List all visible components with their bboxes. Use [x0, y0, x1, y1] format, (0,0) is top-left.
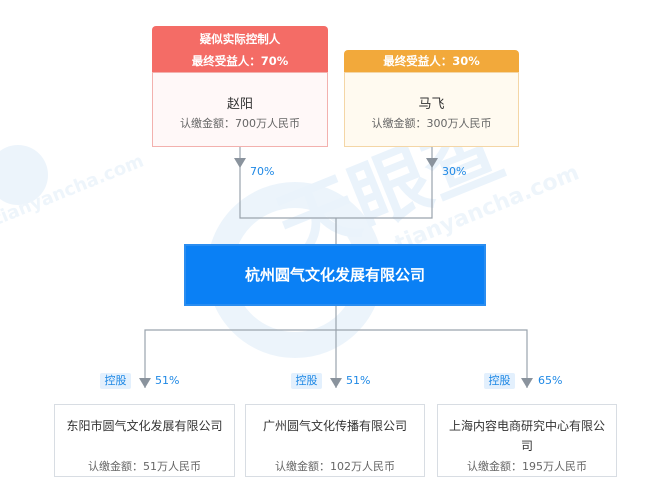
- shareholder-card-mafei[interactable]: 马飞 认缴金额：300万人民币: [344, 72, 519, 147]
- subsidiary-amount: 认缴金额：195万人民币: [467, 460, 587, 473]
- subsidiary-amount: 认缴金额：102万人民币: [275, 460, 395, 473]
- tag-beneficiary: 最终受益人：70%: [191, 54, 289, 68]
- control-badge: 控股: [291, 373, 322, 389]
- control-badge: 控股: [484, 373, 515, 389]
- subsidiary-percent: 51%: [155, 374, 180, 387]
- arrow-down-icon: [426, 158, 438, 168]
- subsidiary-percent: 65%: [538, 374, 563, 387]
- subsidiary-name[interactable]: 东阳市圆气文化发展有限公司: [66, 419, 223, 433]
- shareholder-tag-zhaoyang: 疑似实际控制人 最终受益人：70%: [152, 26, 328, 72]
- arrow-down-icon: [234, 158, 246, 168]
- subsidiary-name[interactable]: 上海内容电商研究中心有限公司: [448, 419, 605, 453]
- shareholder-name[interactable]: 赵阳: [226, 97, 253, 112]
- subsidiary-card[interactable]: 广州圆气文化传播有限公司 认缴金额：102万人民币: [245, 404, 425, 477]
- arrow-down-icon: [139, 378, 151, 388]
- shareholder-name[interactable]: 马飞: [418, 97, 445, 112]
- shareholder-tag-mafei: 最终受益人：30%: [344, 50, 519, 72]
- shareholder-percent: 30%: [442, 165, 467, 178]
- subsidiary-card[interactable]: 东阳市圆气文化发展有限公司 认缴金额：51万人民币: [54, 404, 235, 477]
- arrow-down-icon: [330, 378, 342, 388]
- shareholder-card-zhaoyang[interactable]: 赵阳 认缴金额：700万人民币: [152, 72, 328, 147]
- subsidiary-amount: 认缴金额：51万人民币: [88, 460, 201, 473]
- subsidiary-percent: 51%: [346, 374, 371, 387]
- control-badge: 控股: [100, 373, 131, 389]
- shareholder-amount: 认缴金额：700万人民币: [180, 117, 300, 130]
- company-node[interactable]: 杭州圆气文化发展有限公司: [184, 244, 486, 306]
- shareholder-amount: 认缴金额：300万人民币: [371, 117, 492, 130]
- arrow-down-icon: [521, 378, 533, 388]
- tag-actual-controller: 疑似实际控制人: [199, 32, 281, 46]
- subsidiary-name[interactable]: 广州圆气文化传播有限公司: [262, 419, 407, 433]
- shareholder-percent: 70%: [250, 165, 275, 178]
- subsidiary-card[interactable]: 上海内容电商研究中心有限公司 认缴金额：195万人民币: [437, 404, 617, 477]
